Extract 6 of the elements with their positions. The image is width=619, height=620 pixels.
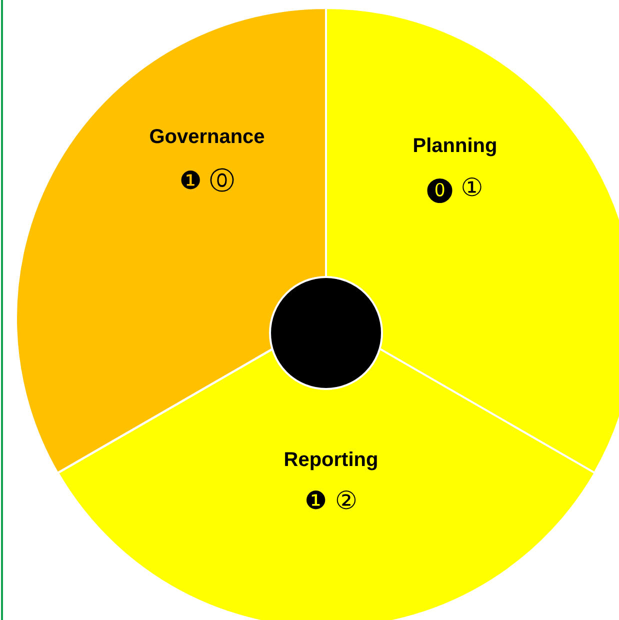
circled-numbers: ❶ ② — [304, 488, 358, 513]
circled-numbers: ❶ ⓪ — [179, 168, 235, 193]
segment-title: Governance — [149, 127, 265, 147]
segment-title: Reporting — [284, 450, 378, 470]
segment-title: Planning — [412, 136, 498, 156]
center-circle — [269, 276, 383, 390]
